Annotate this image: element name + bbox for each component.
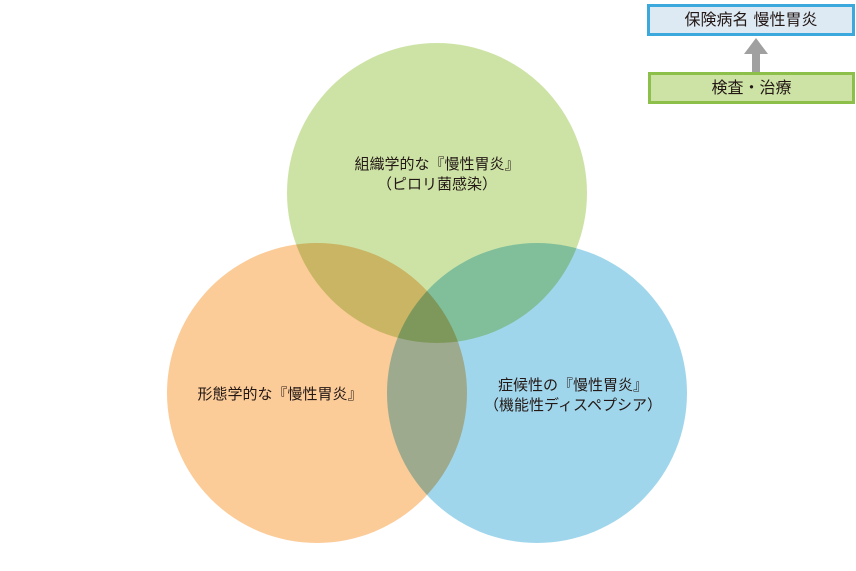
label-line: （機能性ディスペプシア）	[484, 396, 662, 414]
label-symptomatic: 症候性の『慢性胃炎』 （機能性ディスペプシア）	[484, 375, 662, 415]
label-histological: 組織学的な『慢性胃炎』 （ピロリ菌感染）	[354, 154, 519, 194]
label-line: 症候性の『慢性胃炎』	[497, 376, 648, 394]
exam-treatment-box: 検査・治療	[648, 72, 855, 104]
label-line: 組織学的な『慢性胃炎』	[354, 155, 520, 173]
up-arrow-icon	[744, 38, 768, 72]
insurance-diagnosis-box: 保険病名 慢性胃炎	[647, 4, 855, 36]
circle-symptomatic	[387, 243, 687, 543]
label-line: （ピロリ菌感染）	[376, 175, 498, 193]
label-line: 形態学的な『慢性胃炎』	[197, 385, 363, 403]
label-morphological: 形態学的な『慢性胃炎』	[197, 384, 362, 404]
circle-morphological	[167, 243, 467, 543]
